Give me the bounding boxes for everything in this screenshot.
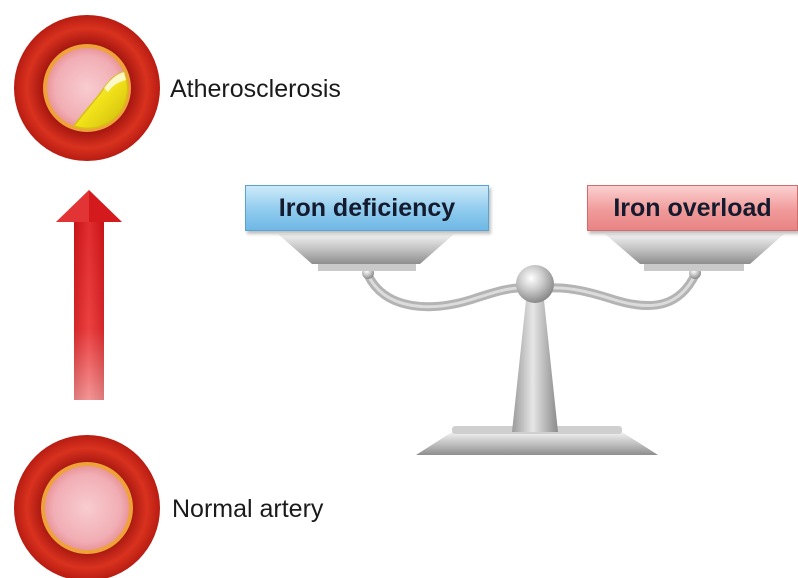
iron-overload-label: Iron overload	[587, 185, 798, 231]
balance-scale-icon	[278, 234, 784, 455]
normal-artery-icon	[14, 435, 160, 578]
normal-artery-label: Normal artery	[172, 494, 323, 524]
progression-arrow-icon	[56, 190, 122, 400]
atherosclerosis-artery-icon	[14, 15, 160, 161]
iron-deficiency-label: Iron deficiency	[245, 185, 489, 231]
atherosclerosis-label: Atherosclerosis	[170, 74, 341, 104]
